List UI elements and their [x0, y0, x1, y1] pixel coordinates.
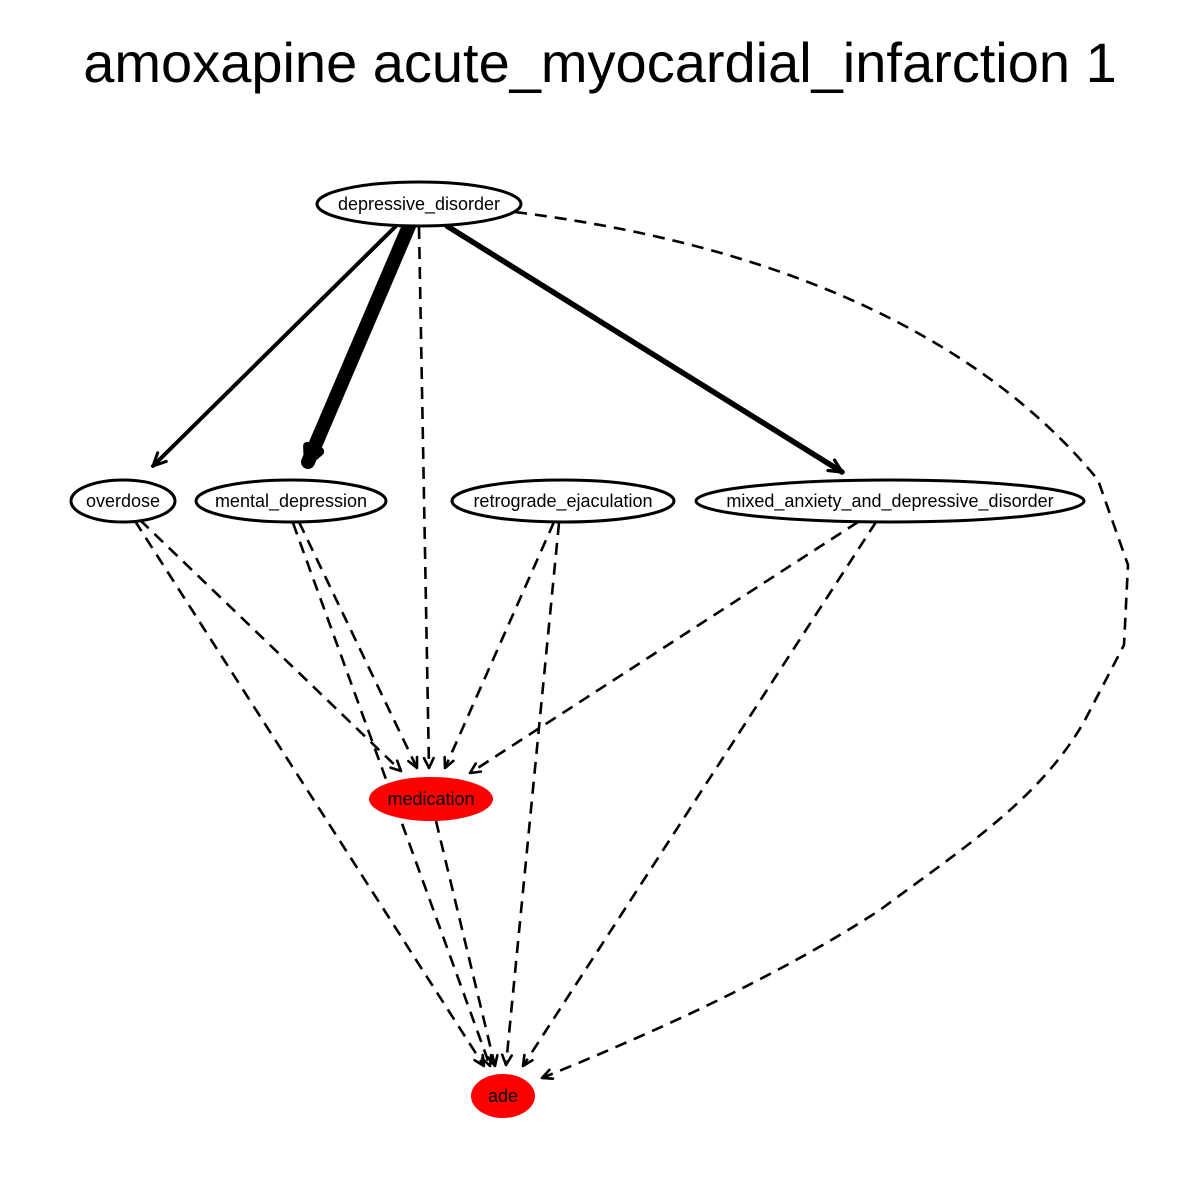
arrowhead	[407, 755, 419, 770]
node-retrograde-ejaculation: retrograde_ejaculation	[450, 478, 676, 524]
node-label: medication	[387, 789, 474, 809]
edge-retrograde_ejaculation-to-medication	[443, 521, 556, 770]
node-label: depressive_disorder	[338, 194, 500, 215]
edge-line	[504, 522, 561, 1066]
edge-mental_depression-to-medication	[297, 521, 419, 770]
edge-depressive_disorder-to-mental_depression	[301, 219, 416, 469]
edge-mixed_anxiety_and_depressive_disorder-to-ade	[521, 521, 878, 1068]
node-label: overdose	[86, 491, 160, 511]
node-depressive-disorder: depressive_disorder	[315, 180, 523, 228]
node-label: retrograde_ejaculation	[473, 491, 652, 512]
node-label: mixed_anxiety_and_depressive_disorder	[726, 491, 1053, 512]
node-label: ade	[488, 1086, 518, 1106]
edge-overdose-to-medication	[139, 519, 403, 773]
edge-line	[434, 820, 497, 1067]
node-shape	[450, 478, 676, 524]
arrowhead	[468, 762, 483, 775]
arrowhead	[151, 451, 168, 468]
edge-medication-to-ade	[434, 820, 499, 1068]
edge-line	[133, 520, 486, 1067]
edge-line	[521, 521, 878, 1067]
edge-depressive_disorder-to-mixed_anxiety_and_depressive_disorder	[444, 223, 845, 475]
edge-mixed_anxiety_and_depressive_disorder-to-medication	[468, 520, 859, 775]
edge-line	[139, 519, 402, 772]
arrowhead	[500, 1053, 514, 1067]
node-mixed-anxiety-and-depressive-disorder: mixed_anxiety_and_depressive_disorder	[694, 478, 1086, 524]
edge-retrograde_ejaculation-to-ade	[500, 522, 561, 1067]
edge-depressive_disorder-to-ade	[514, 210, 1130, 1080]
arrowhead	[303, 441, 325, 467]
edges-layer	[133, 210, 1130, 1080]
edge-line	[444, 223, 845, 475]
edge-line	[297, 521, 419, 769]
arrowhead	[826, 458, 844, 474]
edge-line	[469, 520, 859, 775]
node-mental-depression: mental_depression	[194, 478, 388, 524]
arrowhead	[422, 756, 435, 770]
node-shape	[194, 478, 388, 524]
nodes-layer: depressive_disorder overdose mental_depres…	[69, 180, 1086, 1118]
edge-line	[417, 226, 431, 769]
edge-depressive_disorder-to-overdose	[151, 222, 400, 468]
arrowhead	[540, 1068, 555, 1080]
edge-line	[151, 222, 400, 468]
diagram-title: amoxapine acute_myocardial_infarction 1	[83, 31, 1116, 94]
edge-depressive_disorder-to-medication	[417, 226, 435, 770]
node-label: mental_depression	[215, 491, 367, 512]
edge-line	[443, 521, 556, 769]
node-overdose: overdose	[69, 478, 177, 524]
arrowhead	[521, 1053, 534, 1068]
node-ade: ade	[471, 1074, 535, 1118]
edge-line	[514, 210, 1130, 1080]
node-shape	[694, 478, 1086, 524]
arrowhead	[389, 759, 403, 773]
arrowhead	[443, 755, 455, 770]
node-shape	[369, 777, 493, 821]
node-medication: medication	[369, 777, 493, 821]
arrowhead	[486, 1053, 499, 1068]
node-shape	[471, 1074, 535, 1118]
node-shape	[315, 180, 523, 228]
arrowhead	[480, 1053, 493, 1068]
edge-line	[301, 219, 416, 469]
node-shape	[69, 478, 177, 524]
